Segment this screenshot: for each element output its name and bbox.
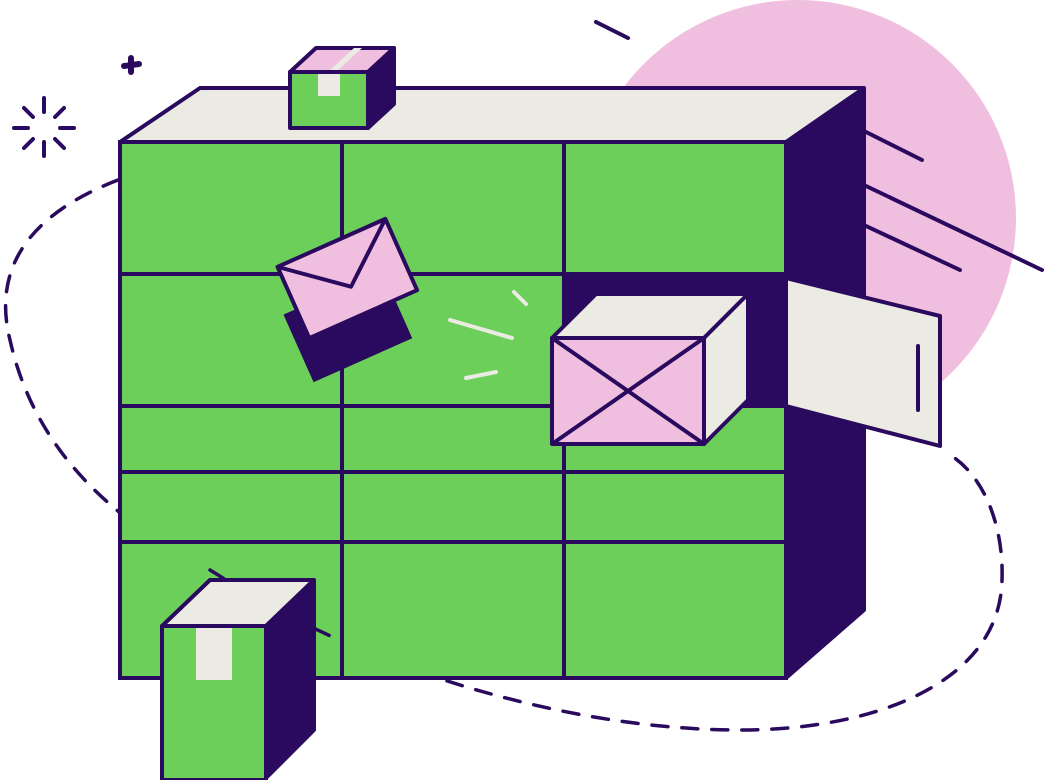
plus-icon — [121, 55, 142, 75]
sparkle-icon — [12, 96, 76, 158]
motion-lines — [864, 130, 1044, 272]
highlight-ticks — [448, 290, 528, 380]
package-box-icon — [160, 578, 316, 780]
envelope-icon — [275, 216, 420, 383]
package-box-icon — [288, 46, 396, 130]
dash-mark — [594, 20, 630, 40]
package-box-icon — [550, 292, 750, 446]
locker-door-open — [784, 276, 942, 448]
locker-top — [118, 86, 866, 144]
